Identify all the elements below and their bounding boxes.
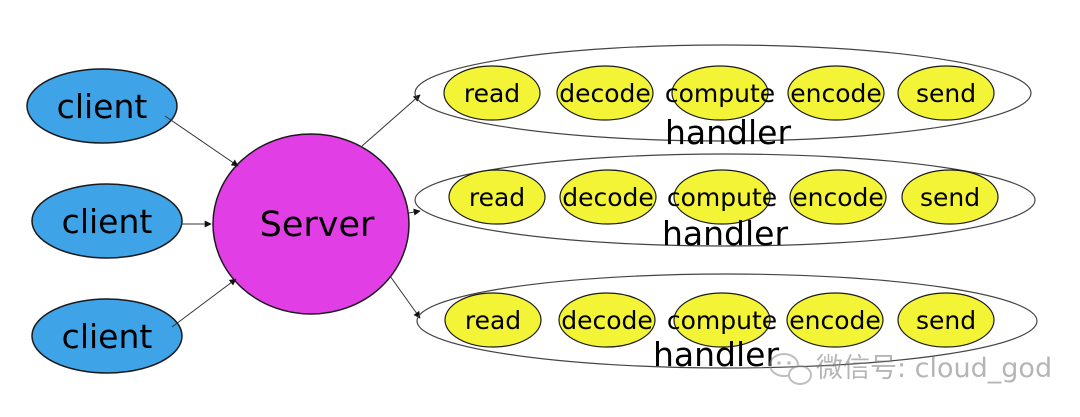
stage-label-decode: decode xyxy=(562,183,654,212)
stage-read xyxy=(448,169,546,225)
stage-label-compute: compute xyxy=(667,306,777,335)
stage-decode xyxy=(559,169,657,225)
server-node: Server xyxy=(212,133,410,315)
handlers-group: read decode compute encode send handler read de… xyxy=(414,44,1038,374)
client-label-1: client xyxy=(57,87,148,126)
stage-compute xyxy=(673,169,771,225)
stage-send xyxy=(897,292,995,348)
stage-label-read: read xyxy=(469,183,525,212)
stage-label-send: send xyxy=(916,79,976,108)
stage-encode xyxy=(789,169,887,225)
handler-outline xyxy=(414,44,1032,142)
stage-label-decode: decode xyxy=(559,79,651,108)
arrow-server-to-handler2 xyxy=(408,208,421,216)
stage-label-send: send xyxy=(920,183,980,212)
handler-label: handler xyxy=(662,214,788,253)
stage-label-compute: compute xyxy=(665,79,775,108)
handler-label: handler xyxy=(653,335,779,374)
stage-send xyxy=(897,65,995,121)
arrow-client1-to-server xyxy=(164,115,239,167)
arrow-server-to-handler3 xyxy=(389,275,421,319)
stage-label-send: send xyxy=(916,306,976,335)
stage-label-encode: encode xyxy=(790,79,882,108)
handler-outline xyxy=(416,273,1038,369)
stage-compute xyxy=(673,292,771,348)
stage-encode xyxy=(787,65,885,121)
stage-label-compute: compute xyxy=(667,183,777,212)
stage-decode xyxy=(558,292,656,348)
watermark: 微信号: cloud_god xyxy=(769,353,1052,385)
client-label-2: client xyxy=(62,202,153,241)
handler-1: read decode compute encode send handler xyxy=(414,44,1032,152)
stage-read xyxy=(444,292,542,348)
arrow-server-to-handler1 xyxy=(361,94,421,147)
stage-label-encode: encode xyxy=(792,183,884,212)
stage-send xyxy=(901,169,999,225)
handler-2: read decode compute encode send handler xyxy=(414,153,1036,253)
stage-read xyxy=(443,65,541,121)
handler-label: handler xyxy=(665,113,791,152)
stage-encode xyxy=(786,292,884,348)
client-node-3: client xyxy=(31,298,183,374)
stage-compute xyxy=(671,65,769,121)
server-label: Server xyxy=(260,205,375,245)
handler-outline xyxy=(414,153,1036,247)
stage-label-read: read xyxy=(465,306,521,335)
client-node-2: client xyxy=(31,183,183,259)
client-node-1: client xyxy=(26,68,178,144)
stage-label-encode: encode xyxy=(789,306,881,335)
stage-decode xyxy=(556,65,654,121)
stage-label-read: read xyxy=(464,79,520,108)
watermark-text: 微信号: cloud_god xyxy=(816,353,1052,384)
client-label-3: client xyxy=(62,317,153,356)
arrow-client3-to-server xyxy=(171,278,237,328)
stage-label-decode: decode xyxy=(561,306,653,335)
handler-3: read decode compute encode send handler xyxy=(416,273,1038,374)
wechat-icon xyxy=(769,353,812,385)
